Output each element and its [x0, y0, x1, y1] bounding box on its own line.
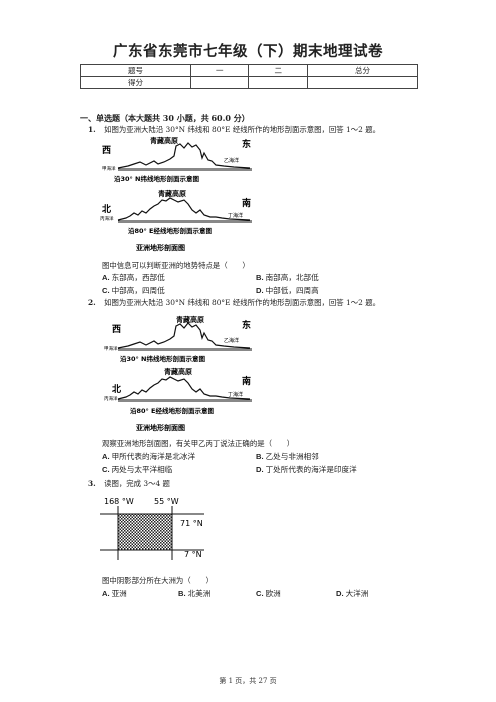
score-row-label: 得分 [79, 76, 192, 89]
ding-label: 丁海洋 [228, 212, 243, 219]
profile-line-80e [117, 197, 251, 221]
west-label: 西 [102, 145, 111, 156]
q3-map-figure: 168 °W 55 °W 71 °N 7 °N [100, 497, 204, 560]
q2-option-c[interactable]: C.丙处与太平洋相临 [102, 465, 173, 474]
header-cell: 二 [248, 64, 308, 77]
q1-option-c[interactable]: C.中部高，四周低 [102, 286, 165, 295]
q1-stem-row: 1. 如图为亚洲大陆沿 30°N 纬线和 80°E 经线所作的地形剖面示意图，回… [88, 124, 380, 135]
profile-line-80e [117, 376, 251, 400]
lon-right-label: 55 °W [154, 497, 179, 506]
score-cell [306, 76, 419, 89]
bing-label: 丙海洋 [100, 215, 114, 222]
plateau-label: 青藏高原 [176, 315, 204, 324]
caption-asia: 亚洲地形剖面图 [136, 243, 185, 252]
q2-stem-row: 2. 如图为亚洲大陆沿 30°N 纬线和 80°E 经线所作的地形剖面示意图，回… [88, 297, 380, 308]
q1-option-d[interactable]: D.中部低，四周高 [256, 286, 319, 295]
plateau-label: 青藏高原 [164, 367, 192, 376]
caption-30n: 沿30° N纬线地形剖面示意图 [120, 354, 205, 363]
ding-label: 丁海洋 [228, 391, 243, 398]
lon-left-label: 168 °W [104, 497, 134, 506]
score-cell [190, 76, 250, 89]
header-cell: 一 [190, 64, 250, 77]
profile-line-30n [117, 322, 251, 349]
jia-label: 甲海洋 [104, 345, 118, 352]
q2-profile-figure: 青藏高原 西 东 甲海洋 乙海洋 沿30° N纬线地形剖面示意图 青藏高原 北 … [104, 315, 252, 432]
q3-option-a[interactable]: A.亚洲 [102, 589, 127, 598]
score-table-header-row: 题号 一 二 总分 [79, 64, 419, 77]
q3-option-c[interactable]: C.欧洲 [256, 589, 281, 598]
q1-number: 1. [88, 125, 96, 134]
shaded-region [117, 513, 173, 551]
section-heading: 一、单选题（本大题共 30 小题，共 60.0 分） [80, 113, 250, 123]
caption-30n: 沿30° N纬线地形剖面示意图 [114, 174, 199, 183]
north-label: 北 [112, 383, 121, 395]
q1-stem: 如图为亚洲大陆沿 30°N 纬线和 80°E 经线所作的地形剖面示意图，回答 1… [104, 125, 380, 134]
bing-label: 丙海洋 [104, 395, 118, 402]
south-label: 南 [242, 197, 251, 209]
lat-top-label: 71 °N [180, 519, 203, 528]
north-label: 北 [102, 203, 111, 215]
caption-asia: 亚洲地形剖面图 [136, 423, 185, 432]
q3-ask: 图中阴影部分所在大洲为（ ） [102, 576, 213, 585]
q3-number: 3. [88, 479, 96, 488]
page-footer: 第 1 页，共 27 页 [219, 677, 277, 685]
q2-option-d[interactable]: D.丁处所代表的海洋是印度洋 [256, 465, 357, 474]
q3-option-d[interactable]: D.大洋洲 [336, 589, 369, 598]
caption-80e: 沿80° E经线地形剖面示意图 [128, 226, 212, 235]
q2-option-a[interactable]: A.甲所代表的海洋是北冰洋 [102, 452, 196, 461]
west-label: 西 [112, 324, 121, 335]
q1-option-a[interactable]: A.东部高，西部低 [102, 273, 165, 282]
q2-option-b[interactable]: B.乙处与非洲相邻 [256, 452, 319, 461]
score-cell [248, 76, 308, 89]
yi-label: 乙海洋 [224, 157, 239, 164]
plateau-label: 青藏高原 [158, 189, 186, 198]
caption-80e: 沿80° E经线地形剖面示意图 [130, 406, 214, 415]
q3-stem-row: 3. 读图，完成 3～4 题 [88, 478, 170, 489]
jia-label: 甲海洋 [102, 165, 116, 172]
profile-line-30n [117, 142, 251, 169]
q1-profile-figure: 青藏高原 西 东 甲海洋 乙海洋 沿30° N纬线地形剖面示意图 青藏高原 北 … [100, 136, 252, 252]
q1-ask: 图中信息可以判断亚洲的地势特点是（ ） [102, 261, 250, 270]
q2-ask: 观察亚洲地形剖面图，有关甲乙丙丁说法正确的是（ ） [102, 439, 295, 448]
header-cell: 题号 [79, 64, 192, 77]
header-cell: 总分 [306, 64, 419, 77]
plateau-label: 青藏高原 [150, 136, 178, 145]
q2-number: 2. [88, 298, 96, 307]
q3-stem: 读图，完成 3～4 题 [104, 479, 170, 488]
lat-bottom-label: 7 °N [184, 550, 202, 559]
score-table-score-row: 得分 [79, 76, 419, 89]
page-title: 广东省东莞市七年级（下）期末地理试卷 [113, 44, 383, 60]
yi-label: 乙海洋 [224, 337, 239, 344]
east-label: 东 [242, 138, 251, 150]
q2-stem: 如图为亚洲大陆沿 30°N 纬线和 80°E 经线所作的地形剖面示意图，回答 1… [104, 298, 380, 307]
east-label: 东 [242, 319, 251, 331]
q1-option-b[interactable]: B.南部高，北部低 [256, 273, 319, 282]
q3-option-b[interactable]: B.北美洲 [178, 589, 211, 598]
score-table: 题号 一 二 总分 得分 [79, 64, 419, 89]
south-label: 南 [242, 375, 251, 387]
